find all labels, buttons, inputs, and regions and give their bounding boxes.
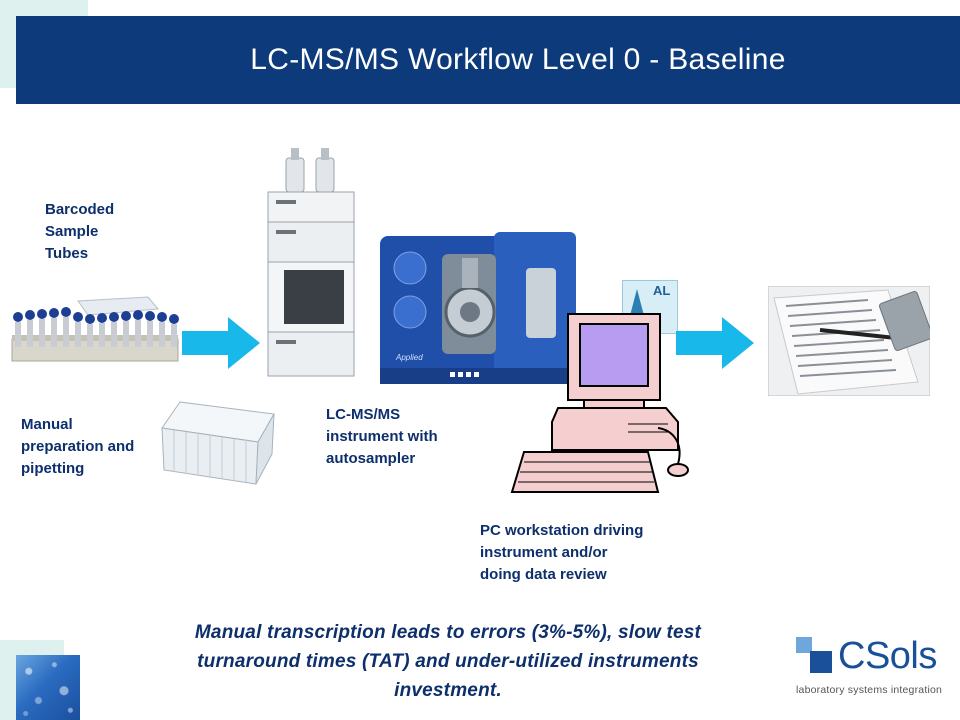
summary-statement: Manual transcription leads to errors (3%… (160, 618, 736, 705)
label-line: Barcoded (45, 201, 115, 218)
label-line: autosampler (326, 450, 416, 467)
csols-logo-icon (796, 637, 832, 673)
label-line: LC-MS/MS (326, 406, 401, 423)
lc-stack-image (267, 148, 355, 377)
pc-workstation-label: PC workstation driving instrument and/or… (480, 520, 680, 586)
flow-arrow-icon (676, 317, 754, 369)
statement-line: turnaround times (TAT) and under-utilize… (197, 651, 699, 672)
paper-report-image (768, 286, 930, 396)
label-line: preparation and (21, 438, 135, 455)
label-line: Sample (45, 223, 99, 240)
logo-name: CSols (838, 635, 937, 677)
svg-text:Applied: Applied (395, 353, 423, 362)
sample-tubes-image (11, 296, 179, 362)
statement-line: Manual transcription leads to errors (3%… (194, 622, 702, 643)
well-plate-image (161, 401, 275, 485)
barcoded-tubes-label: Barcoded Sample Tubes (45, 199, 165, 265)
water-drops-image (16, 655, 80, 720)
logo-tagline: laboratory systems integration (796, 684, 943, 696)
slide-title: LC-MS/MS Workflow Level 0 - Baseline (250, 43, 786, 76)
label-line: Manual (21, 416, 73, 433)
manual-prep-label: Manual preparation and pipetting (21, 414, 161, 480)
flow-arrow-icon (182, 317, 260, 369)
software-badge-text: AL (653, 283, 671, 298)
statement-line: investment. (394, 680, 502, 701)
label-line: instrument with (326, 428, 438, 445)
title-bar: LC-MS/MS Workflow Level 0 - Baseline (16, 16, 960, 104)
pc-workstation-image (510, 313, 689, 493)
label-line: instrument and/or (480, 544, 608, 561)
label-line: doing data review (480, 566, 607, 583)
label-line: pipetting (21, 460, 85, 477)
label-line: Tubes (45, 245, 89, 262)
label-line: PC workstation driving (480, 522, 644, 539)
mass-spectrometer-image: Applied (380, 232, 576, 384)
lcms-instrument-label: LC-MS/MS instrument with autosampler (326, 404, 476, 470)
